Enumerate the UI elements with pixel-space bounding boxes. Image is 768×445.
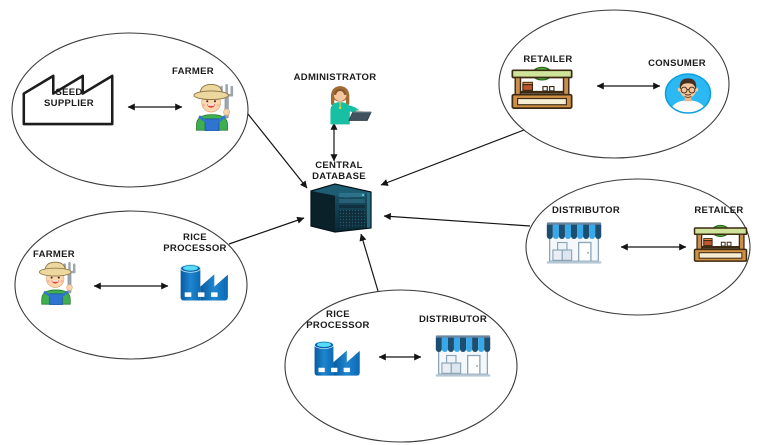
group-distributor-retailer-ellipse [525, 178, 751, 316]
distributor-bottom-label: DISTRIBUTOR [418, 314, 488, 325]
farmer-icon [186, 81, 238, 131]
rice-processor-factory-icon [303, 334, 367, 378]
administrator-person-laptop-icon [314, 85, 374, 125]
retailer-top-label: RETAILER [523, 54, 573, 65]
group-farmer-rice-processor-ellipse [14, 210, 248, 360]
consumer-avatar-icon [664, 73, 712, 114]
group-rice-processor-distributor-ellipse [284, 289, 518, 443]
distributor-store-icon [541, 220, 607, 265]
seed-supplier-label: SEED SUPPLIER [44, 87, 94, 109]
arrow-rice-distributor-to-database [359, 233, 379, 292]
rice-processor-left-label: RICE PROCESSOR [163, 232, 227, 254]
retailer-stall-icon [507, 66, 577, 110]
consumer-label: CONSUMER [648, 58, 706, 69]
farmer-icon [29, 259, 83, 305]
administrator-label: ADMINISTRATOR [293, 72, 377, 83]
group-seed-supplier-farmer-ellipse [11, 32, 249, 188]
arrow-farmer-rice-to-database [228, 216, 305, 245]
retailer-stall-icon [692, 224, 749, 263]
central-database-server-icon [309, 182, 373, 234]
group-retailer-consumer-ellipse [498, 9, 730, 159]
arrow-distributor-retailer-to-database [383, 212, 531, 227]
distributor-store-icon [430, 333, 496, 378]
central-database-label: CENTRAL DATABASE [312, 160, 366, 182]
distributor-right-label: DISTRIBUTOR [551, 205, 621, 216]
rice-processor-factory-icon [170, 257, 234, 303]
farmer-top-label: FARMER [172, 66, 214, 77]
arrow-retailer-consumer-to-database [380, 129, 525, 186]
arrow-seed-group-to-database [247, 113, 308, 189]
farmer-left-label: FARMER [33, 249, 75, 260]
rice-processor-bottom-label: RICE PROCESSOR [306, 309, 370, 331]
retailer-right-label: RETAILER [694, 205, 744, 216]
